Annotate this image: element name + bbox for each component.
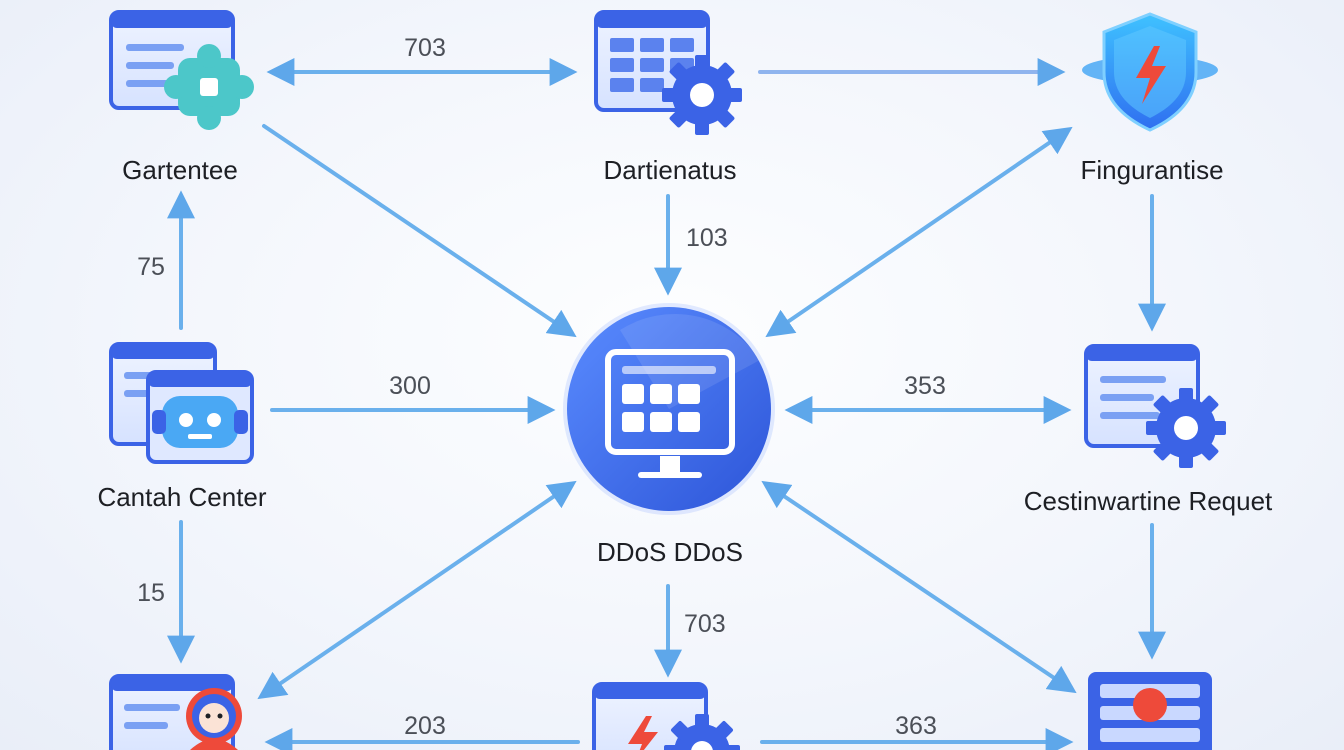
arrow-center-top-right xyxy=(765,126,1073,338)
edge-values: 703 103 75 300 353 15 703 203 363 xyxy=(137,34,946,740)
edge-value-bot-left-bot-center: 203 xyxy=(404,712,446,740)
node-top-right[interactable]: Fingurantise xyxy=(1080,12,1224,185)
shield-bolt-icon xyxy=(1082,12,1218,132)
edge-value-center-bot-center: 703 xyxy=(684,610,726,638)
server-rack-icon xyxy=(1088,672,1212,750)
window-bolt-gear-icon xyxy=(592,682,740,750)
node-mid-left[interactable]: Cantah Center xyxy=(97,342,267,512)
node-top-left[interactable]: Gartentee xyxy=(109,10,254,185)
node-top-center[interactable]: Dartienatus xyxy=(594,10,742,185)
node-center[interactable]: DDoS DDoS xyxy=(563,303,775,567)
node-label-center: DDoS DDoS xyxy=(597,537,743,567)
edge-value-top-center-center: 103 xyxy=(686,224,728,252)
node-bot-center[interactable] xyxy=(592,682,740,750)
node-label-top-center: Dartienatus xyxy=(604,155,737,185)
edge-value-center-mid-right: 353 xyxy=(904,372,946,400)
node-label-top-right: Fingurantise xyxy=(1080,155,1223,185)
node-label-top-left: Gartentee xyxy=(122,155,238,185)
edge-value-mid-left-top-left: 75 xyxy=(137,253,165,281)
edge-value-mid-left-bot-left: 15 xyxy=(137,579,165,607)
arrow-center-bot-right xyxy=(761,480,1077,694)
window-puzzle-icon xyxy=(109,10,254,130)
node-mid-right[interactable]: Cestinwartine Requet xyxy=(1024,344,1273,516)
node-label-mid-left: Cantah Center xyxy=(97,482,266,512)
node-label-mid-right: Cestinwartine Requet xyxy=(1024,486,1273,516)
arrows xyxy=(167,58,1166,750)
arrow-top-left-center xyxy=(262,124,577,338)
edge-value-bot-center-bot-right: 363 xyxy=(895,712,937,740)
window-person-icon xyxy=(109,674,242,750)
node-bot-left[interactable] xyxy=(109,674,242,750)
edge-value-mid-left-center: 300 xyxy=(389,372,431,400)
edge-value-top-left-top-center: 703 xyxy=(404,34,446,62)
node-bot-right[interactable] xyxy=(1088,672,1212,750)
window-gear-icon xyxy=(1084,344,1226,468)
arrow-center-bot-left xyxy=(257,480,577,700)
window-robot-icon xyxy=(109,342,254,464)
window-grid-gear-icon xyxy=(594,10,742,135)
monitor-grid-icon xyxy=(563,303,775,515)
